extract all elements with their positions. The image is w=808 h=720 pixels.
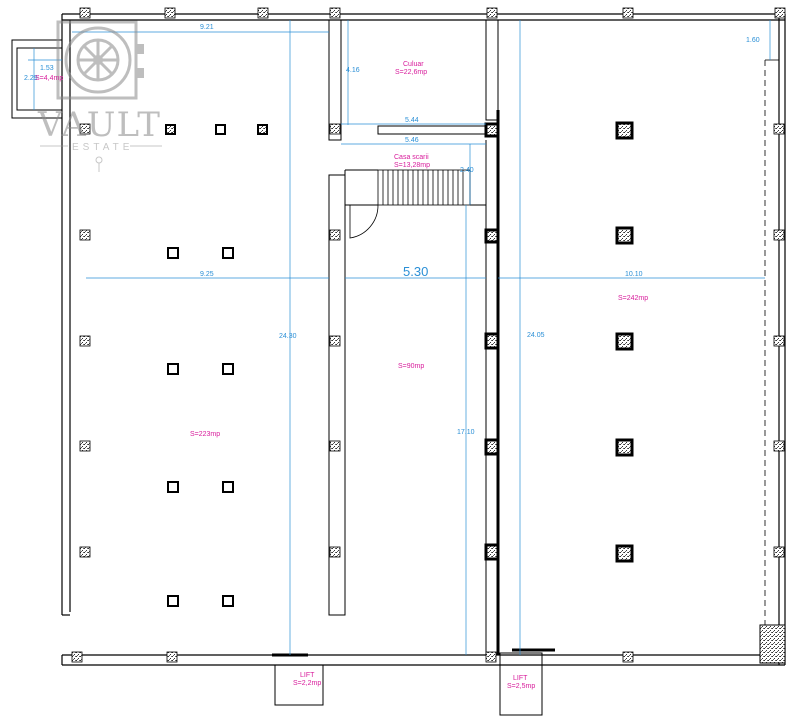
- dim-left-width: 9.25: [200, 271, 214, 278]
- dim-stairs-width: 2.40: [460, 167, 474, 174]
- dim-small-height: 2.29: [24, 75, 38, 82]
- lift-1-area: S=2,2mp: [293, 680, 321, 687]
- dim-left-height: 24.30: [279, 333, 297, 340]
- wall-pillars: [71, 7, 786, 663]
- lift-1-name: LIFT: [300, 672, 315, 679]
- partition-columns: [484, 122, 500, 561]
- dim-middle-height: 17.10: [457, 429, 475, 436]
- dim-culuar-width-2: 5.46: [405, 137, 419, 144]
- columns: [165, 124, 268, 607]
- room-small-area: S=4,4mp: [35, 75, 63, 82]
- room-stairs-name: Casa scarii: [394, 154, 429, 161]
- lift-2-name: LIFT: [513, 675, 528, 682]
- room-middle-hall-area: S=90mp: [398, 363, 424, 370]
- dim-right-height: 24.05: [527, 332, 545, 339]
- lift-2: [499, 648, 555, 716]
- dim-middle-width: 5.30: [403, 264, 428, 279]
- lift-2-area: S=2,5mp: [507, 683, 535, 690]
- room-culuar-area: S=22,6mp: [395, 69, 427, 76]
- dim-right-width: 10.10: [625, 271, 643, 278]
- small-room: [11, 39, 63, 119]
- dim-small-width: 1.53: [40, 65, 54, 72]
- dim-right-top: 1.60: [746, 37, 760, 44]
- vault-estate-logo: VAULT ESTATE: [37, 20, 162, 172]
- interior-walls: [328, 19, 500, 655]
- stairs: [377, 169, 471, 206]
- right-hall-columns: [615, 121, 634, 563]
- logo-tagline: ESTATE: [72, 142, 133, 153]
- dim-culuar-width-1: 5.44: [405, 117, 419, 124]
- room-left-hall-area: S=223mp: [190, 431, 220, 438]
- room-stairs-area: S=13,28mp: [394, 162, 430, 169]
- logo-name: VAULT: [37, 105, 161, 145]
- room-right-hall-area: S=242mp: [618, 295, 648, 302]
- dim-culuar-height: 4.16: [346, 67, 360, 74]
- room-culuar-name: Culuar: [403, 61, 424, 68]
- dim-top-left-width: 9.21: [200, 24, 214, 31]
- shaft-block: [759, 624, 786, 664]
- outer-walls: [61, 13, 786, 666]
